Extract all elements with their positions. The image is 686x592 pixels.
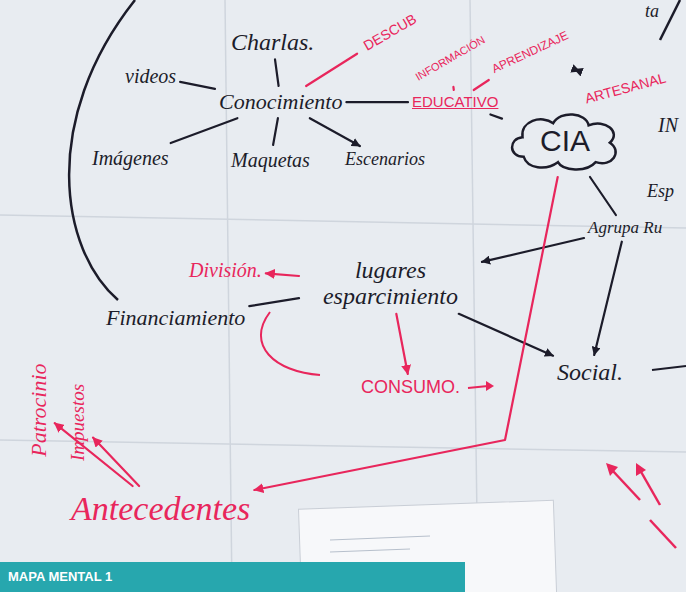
map-connector — [93, 438, 139, 486]
map-connector — [306, 54, 357, 86]
partial-word: Esp — [647, 182, 674, 202]
map-word: División. — [189, 259, 262, 281]
map-connector — [346, 101, 408, 103]
red-arrows — [612, 470, 676, 548]
map-word: Charlas. — [231, 29, 314, 55]
map-word: lugares esparcimiento — [303, 257, 478, 310]
map-connector — [590, 177, 616, 215]
map-connector — [310, 118, 360, 146]
caption-bar: MAPA MENTAL 1 — [0, 562, 465, 592]
node-text: Social. — [557, 359, 623, 385]
node-text: Financiamiento — [106, 306, 245, 330]
node-text: Impuestos — [68, 384, 89, 461]
map-connector — [482, 238, 584, 262]
caption-text: MAPA MENTAL 1 — [0, 562, 465, 592]
map-connector — [452, 87, 455, 90]
map-connector — [594, 242, 622, 355]
map-word: CONSUMO. — [361, 378, 460, 398]
node-text: Escenarios — [345, 150, 425, 170]
map-connector — [266, 273, 299, 276]
partial-word: IN — [658, 114, 678, 136]
red-arrowhead — [486, 381, 494, 391]
map-connector — [490, 115, 502, 119]
map-connector — [396, 314, 408, 374]
node-text: Patrocinio — [27, 363, 51, 456]
node-text: Imágenes — [92, 147, 169, 169]
map-word: Financiamiento — [106, 306, 245, 330]
node-text: Conocimiento — [219, 90, 342, 114]
node-text: División. — [189, 259, 262, 281]
map-word: Impuestos — [68, 384, 89, 461]
map-word: Social. — [557, 359, 623, 385]
map-word: Maquetas — [231, 149, 310, 171]
node-text: videos — [125, 65, 176, 87]
map-connector — [575, 69, 580, 71]
red-arrow — [468, 386, 488, 388]
red-loop — [261, 312, 320, 375]
node-text: Charlas. — [231, 29, 314, 55]
map-word: Imágenes — [92, 147, 169, 169]
black-arrow — [652, 366, 686, 370]
node-text: lugares esparcimiento — [303, 257, 478, 310]
cloud-node: CIA — [506, 108, 624, 173]
map-connector — [275, 59, 279, 86]
map-connector — [474, 80, 489, 90]
outer-branch — [660, 0, 680, 40]
map-word: Patrocinio — [27, 363, 51, 456]
map-word: EDUCATIVO — [412, 94, 498, 111]
node-text: CIA — [540, 124, 590, 157]
map-connector — [180, 82, 215, 89]
map-word: Conocimiento — [219, 90, 342, 114]
map-word: Antecedentes — [71, 490, 250, 527]
partial-word: ta — [645, 2, 659, 22]
map-connector — [459, 314, 553, 356]
node-text: Antecedentes — [71, 490, 250, 527]
node-text: Maquetas — [231, 149, 310, 171]
map-connector — [171, 118, 238, 143]
map-connector — [273, 118, 278, 145]
node-text: EDUCATIVO — [412, 94, 498, 111]
map-connector — [254, 177, 557, 490]
map-connector — [55, 423, 133, 486]
loose-paper-lines — [330, 536, 430, 552]
map-word: videos — [125, 65, 176, 87]
map-word: Escenarios — [345, 150, 425, 170]
node-text: Agrupa Ru — [588, 219, 662, 238]
map-connector — [249, 298, 299, 306]
node-text: CONSUMO. — [361, 378, 460, 398]
map-word: Agrupa Ru — [588, 219, 662, 238]
red-arrowheads — [606, 463, 646, 476]
